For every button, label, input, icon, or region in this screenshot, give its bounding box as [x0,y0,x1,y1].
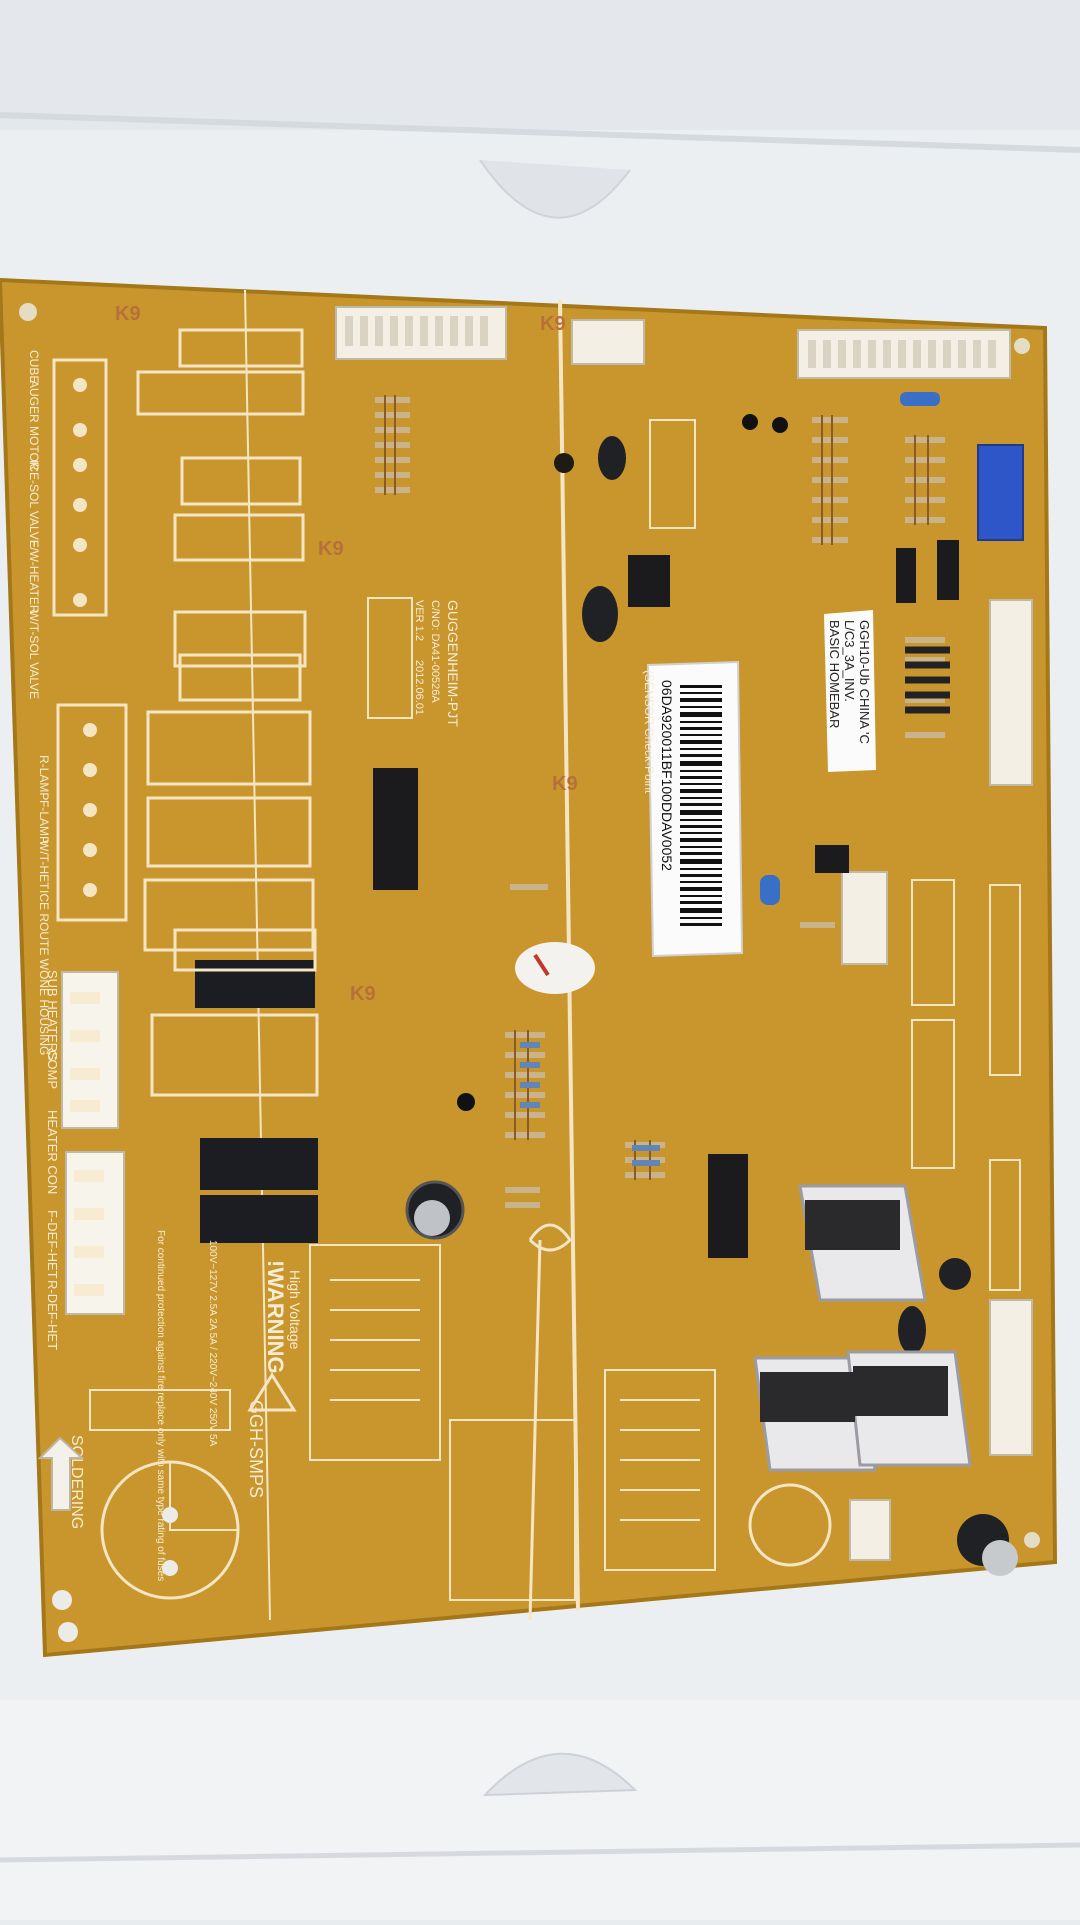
capacitor-4-top [982,1540,1018,1576]
tray-fold-bottom [0,1842,1080,1863]
code-line-3: BASIC HOMEBAR [827,620,842,728]
tray-lid-top [0,0,1080,130]
connector-label-bottom-4: R-DEF-HET [45,1280,60,1350]
warning-title: !WARNING [263,1260,288,1374]
smps-label: GGH-SMPS [246,1400,266,1498]
connector-bottom-small [849,1499,891,1561]
board-date: 2012.06.01 [413,660,425,715]
soldering-arrow-icon [37,1436,85,1511]
svg-text:K9: K9 [318,538,344,560]
mount-hole [19,303,37,321]
connector-label-left-2: CUBE [27,350,41,383]
connector-label-left-1: ICE-SOL VALVE [27,460,41,548]
samsung-logo [528,1223,572,1252]
relay-3 [200,1195,318,1243]
code-line-2: L/C3_3A_INV. [842,620,857,702]
red-sticker-patch [515,942,595,994]
connector-label-bottom-1: COMP [45,1050,60,1089]
ic-chip-3 [708,1154,748,1258]
fuse-note: For continued protection against fire re… [155,1230,166,1581]
connector-label-left-4: W/T-SOL VALVE [27,610,41,699]
capacitor-2 [582,586,618,642]
connector-right-2 [989,1299,1033,1456]
silk-connector-left-top [52,358,108,617]
tray-bottom [0,1700,1080,1920]
dark-diodes [937,540,959,600]
connector-label-left-3: F/W-HEATER [27,540,41,614]
check-point-label: (SENSOR Check-Point [642,670,656,794]
warning-sub: High Voltage [287,1270,303,1350]
ic-chip-1 [373,768,418,890]
silk-circle-footprint-2 [748,1483,832,1567]
ic-chip-2 [628,555,670,607]
connector-label-bottom-3: F-DEF-HET [45,1210,60,1279]
dark-diodes [896,548,916,603]
connector-right-blue [977,444,1024,541]
svg-text:K9: K9 [552,773,578,795]
board-title: GUGGENHEIM-PJT [445,600,461,727]
capacitor-5 [939,1258,971,1290]
connector-right-1 [989,599,1033,786]
connector-label-left-0: AUGER MOTOR [27,380,41,471]
svg-text:K9: K9 [350,983,376,1005]
svg-text:K9: K9 [115,303,141,325]
code-line-1: GGH10-Ub CHINA 'C [857,620,872,744]
silk-divider-3 [528,1239,542,1621]
connector-mid-1 [841,871,888,965]
code-label [824,610,876,772]
transistor [457,1093,475,1111]
capacitor-1-top [414,1200,450,1236]
relay-2 [200,1138,318,1190]
connector-label-bottom-2: HEATER CON [45,1110,60,1194]
blue-capacitor-top [900,392,940,406]
capacitor-3 [598,436,626,480]
svg-text:K9: K9 [540,313,566,335]
board-ver: VER 1.2 [413,600,425,641]
mount-hole [58,1622,78,1642]
silk-connector-left-mid [56,703,128,922]
connector-label-mid-0: R-LAMP [37,755,51,800]
transistor [742,414,758,430]
board-part-no: C/NO: DA41-00526A [429,600,441,703]
barcode [680,685,722,926]
silk-divider-2 [244,289,271,1621]
connector-label-mid-4: ONE HOUSING [37,970,51,1055]
warning-triangle-icon [247,1372,297,1412]
transistor [772,417,788,433]
connector-label-bottom-0: SUB HEATERS [45,970,60,1061]
ic-chip-4 [815,845,849,873]
mount-hole [52,1590,72,1610]
connector-top-2 [571,319,645,365]
connector-label-mid-1: F-LAMP [37,800,51,844]
connector-label-mid-3: ICE ROUTE W [37,890,51,971]
sticker-text: 06DA920011BF100DDAV0052 [659,680,675,871]
blue-capacitor [760,875,780,905]
mount-hole [554,453,574,473]
tray-notch-bottom [482,1752,638,1797]
relay-1 [195,960,315,1008]
tray-notch-top [479,159,631,219]
connector-label-mid-2: W/T-HET [37,840,51,890]
tray-fold-top [0,112,1080,153]
mount-hole [1024,1532,1040,1548]
capacitor-6 [898,1306,926,1354]
fuse-rating: 100V~127V 2.5A 2A 5A / 220V~240V 250V 5A [207,1240,218,1447]
mount-hole [1014,338,1030,354]
